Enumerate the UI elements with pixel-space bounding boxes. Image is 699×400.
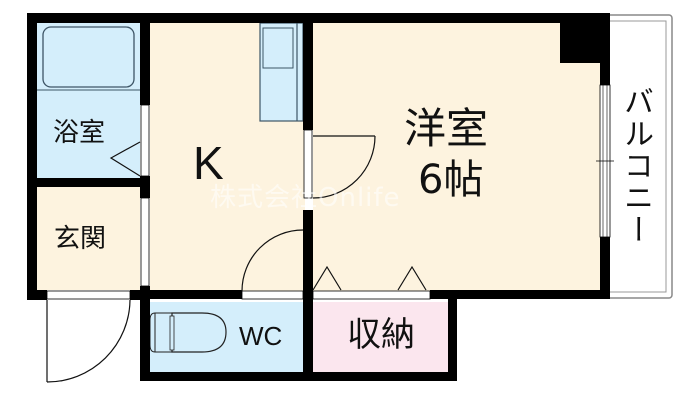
storage-floor [313,302,448,372]
storage-label: 収納 [347,315,415,355]
entrance-floor [37,187,140,290]
bath-room-label: 浴室 [53,118,106,148]
balcony-window [596,84,614,238]
wc-label: WC [239,321,283,351]
western-room-label: 洋室 [404,104,489,153]
kitchen-counter-icon [259,22,304,122]
toilet-icon [149,312,227,353]
door-swings [46,135,427,383]
bathtub-icon [37,26,140,91]
openings [46,104,431,300]
entrance-label: 玄関 [54,224,107,254]
kitchen-label: K [193,137,224,189]
walls [27,13,610,381]
balcony-label: バルコニー [618,86,653,246]
watermark: 株式会社Onlife [210,183,401,213]
western-room-size: 6帖 [418,157,484,203]
western-room-floor [313,23,603,291]
